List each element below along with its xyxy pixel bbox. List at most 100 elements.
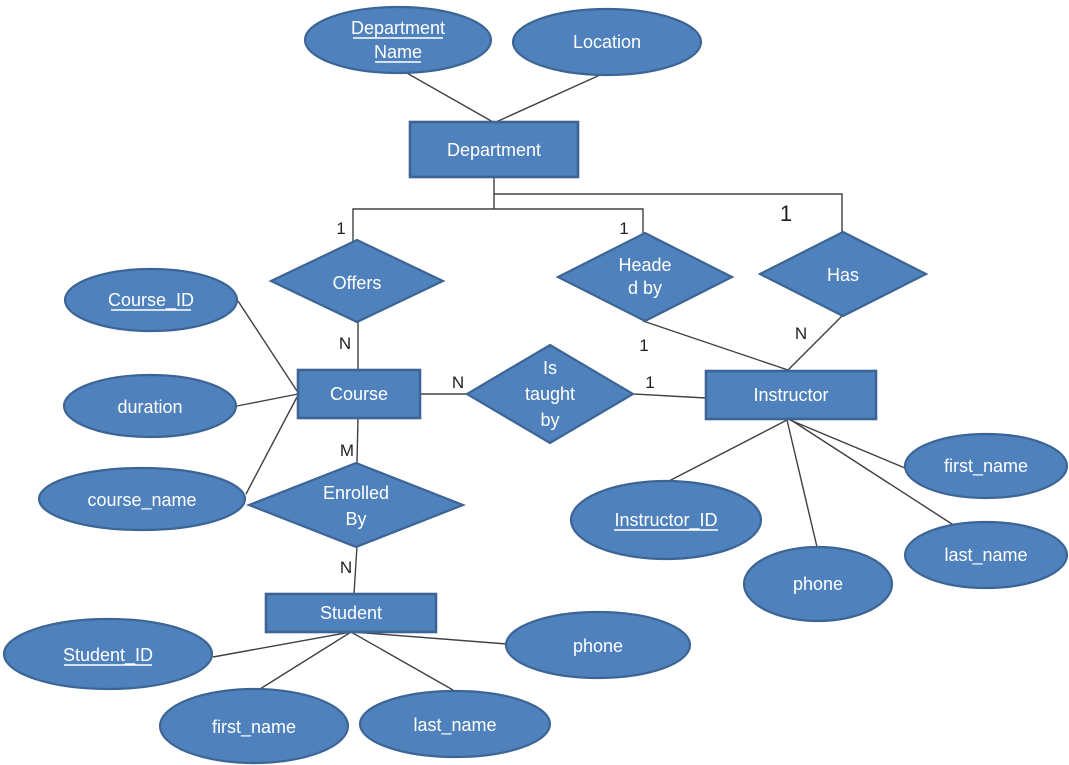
- edge-enrolledby-student: [353, 545, 358, 595]
- edge-headedby-instructor: [642, 320, 789, 371]
- attribute-instructor-id: Instructor_ID: [569, 479, 763, 561]
- cardinality-department-offers: 1: [336, 219, 345, 238]
- course-id-label: Course_ID: [108, 290, 194, 311]
- course-name-label: course_name: [87, 490, 196, 511]
- edge-duration-course: [236, 393, 299, 407]
- has-diamond: [757, 230, 929, 318]
- attribute-student-first-name: first_name: [158, 687, 350, 765]
- attribute-course-name: course_name: [37, 466, 247, 532]
- headed-by-label-line2: d by: [628, 278, 662, 298]
- student-phone-label: phone: [573, 636, 623, 656]
- attribute-duration: duration: [62, 373, 238, 439]
- attribute-student-id: Student_ID: [2, 617, 214, 691]
- relationship-headed-by: Heade d by: [555, 231, 735, 323]
- instructor-phone-ellipse: [742, 545, 894, 623]
- offers-label: Offers: [333, 273, 382, 293]
- entity-student: Student: [264, 592, 438, 634]
- cardinality-is-taught-by-instructor: 1: [645, 373, 654, 392]
- department-name-label-line2: Name: [374, 42, 422, 62]
- entity-department: Department: [408, 120, 580, 179]
- department-name-ellipse: [303, 5, 493, 75]
- student-id-label: Student_ID: [63, 645, 153, 666]
- entity-instructor: Instructor: [704, 369, 878, 421]
- is-taught-by-label-line3: by: [540, 410, 559, 430]
- cardinality-department-has: 1: [780, 201, 792, 226]
- student-last-name-ellipse: [358, 689, 552, 759]
- course-rect: [296, 368, 422, 420]
- edge-student-lastname: [350, 631, 454, 691]
- edge-instructor-firstname: [789, 419, 906, 469]
- has-label: Has: [827, 265, 859, 285]
- attribute-department-name: Department Name: [303, 5, 493, 75]
- headed-by-diamond: [555, 231, 735, 323]
- cardinality-headed-by-instructor: 1: [639, 336, 648, 355]
- offers-diamond: [268, 238, 446, 324]
- edge-course-enrolledby: [356, 417, 359, 464]
- relationship-is-taught-by: Is taught by: [464, 343, 636, 445]
- edge-instructor-lastname: [790, 419, 956, 527]
- course-name-ellipse: [37, 466, 247, 532]
- attribute-course-id: Course_ID: [63, 267, 239, 333]
- student-last-name-label: last_name: [413, 715, 496, 736]
- attribute-instructor-first-name: first_name: [903, 432, 1069, 500]
- cardinality-offers-course: N: [339, 334, 351, 353]
- enrolled-by-diamond: [245, 461, 467, 549]
- edge-has-instructor: [787, 315, 843, 371]
- is-taught-by-diamond: [464, 343, 636, 445]
- instructor-id-label: Instructor_ID: [614, 510, 717, 531]
- attribute-student-last-name: last_name: [358, 689, 552, 759]
- edge-department-offers-headedby: [352, 208, 644, 241]
- edge-instructor-phone: [786, 419, 818, 548]
- edge-istaughtby-instructor: [632, 393, 707, 399]
- instructor-label: Instructor: [753, 385, 828, 405]
- cardinality-course-enrolled-by: M: [340, 441, 354, 460]
- connectors: [212, 71, 956, 691]
- attribute-location: Location: [511, 7, 703, 77]
- instructor-last-name-label: last_name: [944, 545, 1027, 566]
- relationship-enrolled-by: Enrolled By: [245, 461, 467, 549]
- is-taught-by-label-line2: taught: [525, 384, 575, 404]
- instructor-last-name-ellipse: [903, 520, 1069, 590]
- edge-instructor-instructorid: [668, 419, 788, 482]
- department-rect: [408, 120, 580, 179]
- relationship-has: Has: [757, 230, 929, 318]
- edge-location-department: [495, 74, 601, 123]
- duration-ellipse: [62, 373, 238, 439]
- student-first-name-label: first_name: [212, 717, 296, 738]
- course-id-ellipse: [63, 267, 239, 333]
- edge-departmentname-department: [404, 71, 494, 123]
- edge-courseid-course: [237, 300, 298, 392]
- attribute-student-phone: phone: [504, 610, 692, 680]
- entity-course: Course: [296, 368, 422, 420]
- enrolled-by-label-line2: By: [345, 509, 366, 529]
- location-label: Location: [573, 32, 641, 52]
- duration-label: duration: [117, 397, 182, 417]
- location-ellipse: [511, 7, 703, 77]
- headed-by-label-line1: Heade: [618, 255, 671, 275]
- instructor-rect: [704, 369, 878, 421]
- student-rect: [264, 592, 438, 634]
- edge-student-studentid: [212, 631, 352, 658]
- student-first-name-ellipse: [158, 687, 350, 765]
- enrolled-by-label-line1: Enrolled: [323, 483, 389, 503]
- attribute-instructor-phone: phone: [742, 545, 894, 623]
- student-phone-ellipse: [504, 610, 692, 680]
- instructor-phone-label: phone: [793, 574, 843, 594]
- course-label: Course: [330, 384, 388, 404]
- student-label: Student: [320, 603, 382, 623]
- edge-coursename-course: [245, 396, 298, 495]
- instructor-first-name-label: first_name: [944, 456, 1028, 477]
- cardinality-labels: 1 1 1 N 1 N N 1 M N: [336, 201, 807, 577]
- instructor-id-ellipse: [569, 479, 763, 561]
- is-taught-by-label-line1: Is: [543, 358, 557, 378]
- attribute-instructor-last-name: last_name: [903, 520, 1069, 590]
- department-label: Department: [447, 140, 541, 160]
- cardinality-course-is-taught-by: N: [452, 373, 464, 392]
- edge-student-firstname: [259, 631, 352, 690]
- relationship-offers: Offers: [268, 238, 446, 324]
- department-name-label-line1: Department: [351, 18, 445, 38]
- edge-department-has: [494, 193, 843, 232]
- edge-student-phone: [352, 631, 508, 645]
